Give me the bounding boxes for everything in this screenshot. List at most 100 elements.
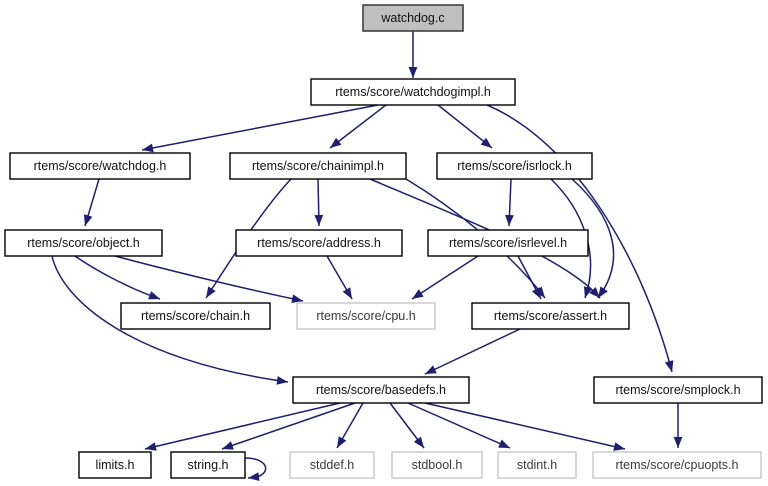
- edge-isrlock_h-to-isrlevel_h: [505, 178, 514, 227]
- node-label: watchdog.c: [380, 11, 444, 25]
- node-box[interactable]: [427, 229, 589, 257]
- arrowhead: [425, 365, 437, 374]
- node-label: rtems/score/isrlevel.h: [449, 236, 567, 250]
- arrowhead: [531, 287, 541, 299]
- arrowhead: [142, 143, 154, 153]
- node-chainimpl-h[interactable]: rtems/score/chainimpl.h: [229, 152, 407, 180]
- edge-basedefs_h-to-cpuopts_h: [424, 402, 626, 451]
- node-box[interactable]: [235, 229, 403, 257]
- edge-object_h-to-basedefs_h: [51, 255, 289, 385]
- edge-object_h-to-cpu_h: [114, 255, 304, 304]
- node-label: rtems/score/cpuopts.h: [616, 458, 739, 472]
- edge-watchdogimpl_h-to-chainimpl_h: [329, 104, 387, 149]
- node-stdint-h[interactable]: stdint.h: [497, 451, 577, 479]
- node-watchdogimpl-h[interactable]: rtems/score/watchdogimpl.h: [310, 78, 516, 106]
- node-watchdog-c[interactable]: watchdog.c: [362, 4, 464, 32]
- node-box[interactable]: [391, 451, 483, 479]
- edge-watchdog_h-to-object_h: [83, 178, 100, 227]
- node-label: string.h: [188, 458, 229, 472]
- arrowhead: [276, 376, 288, 385]
- node-label: rtems/score/chainimpl.h: [252, 159, 384, 173]
- node-watchdog-h[interactable]: rtems/score/watchdog.h: [9, 152, 191, 180]
- node-label: stdint.h: [517, 458, 557, 472]
- node-object-h[interactable]: rtems/score/object.h: [4, 229, 163, 257]
- edge-basedefs_h-to-stdint_h: [407, 402, 511, 449]
- arrowhead: [337, 436, 347, 448]
- node-label: rtems/score/watchdogimpl.h: [335, 85, 491, 99]
- edge-basedefs_h-to-stdbool_h: [389, 402, 425, 449]
- node-chain-h[interactable]: rtems/score/chain.h: [120, 302, 271, 330]
- node-box[interactable]: [78, 451, 152, 479]
- node-box[interactable]: [296, 302, 436, 330]
- edge-basedefs_h-to-string_h: [221, 402, 356, 450]
- arrowhead: [412, 289, 424, 299]
- node-label: stddef.h: [310, 458, 355, 472]
- node-label: rtems/score/assert.h: [494, 309, 607, 323]
- arrowhead: [330, 137, 342, 148]
- arrowhead: [413, 436, 424, 448]
- edge-address_h-to-cpu_h: [326, 255, 353, 300]
- node-isrlevel-h[interactable]: rtems/score/isrlevel.h: [427, 229, 589, 257]
- node-label: rtems/score/cpu.h: [316, 309, 415, 323]
- arrowhead: [291, 294, 303, 304]
- arrowhead: [408, 67, 418, 78]
- edge-isrlock_h-to-basedefs_h: [571, 178, 615, 299]
- node-string-h[interactable]: string.h: [170, 451, 246, 479]
- node-label: rtems/score/smplock.h: [615, 383, 740, 397]
- edge-basedefs_h-to-stddef_h: [336, 402, 364, 449]
- node-label: limits.h: [96, 458, 135, 472]
- edge-string_h-to-string_h: [244, 457, 267, 481]
- arrowhead: [505, 214, 514, 226]
- edge-basedefs_h-to-limits_h: [144, 402, 341, 451]
- node-box[interactable]: [362, 4, 464, 32]
- node-label: rtems/score/object.h: [27, 236, 140, 250]
- edge-chainimpl_h-to-address_h: [314, 178, 324, 227]
- node-address-h[interactable]: rtems/score/address.h: [235, 229, 403, 257]
- node-box[interactable]: [292, 376, 470, 404]
- node-cpu-h[interactable]: rtems/score/cpu.h: [296, 302, 436, 330]
- node-label: rtems/score/chain.h: [141, 309, 250, 323]
- node-box[interactable]: [120, 302, 271, 330]
- node-isrlock-h[interactable]: rtems/score/isrlock.h: [436, 152, 593, 180]
- node-box[interactable]: [471, 302, 630, 330]
- node-box[interactable]: [593, 376, 763, 404]
- arrowhead: [673, 437, 683, 448]
- arrowhead: [498, 439, 510, 448]
- edge-isrlevel_h-to-assert_h: [517, 255, 542, 300]
- node-smplock-h[interactable]: rtems/score/smplock.h: [593, 376, 763, 404]
- node-stddef-h[interactable]: stddef.h: [289, 451, 375, 479]
- arrowhead: [664, 360, 674, 372]
- edge-watchdogimpl_h-to-isrlock_h: [437, 104, 493, 149]
- arrowhead: [583, 286, 593, 298]
- arrowhead: [480, 137, 492, 148]
- arrowhead: [589, 286, 600, 298]
- node-label: rtems/score/watchdog.h: [34, 159, 167, 173]
- node-box[interactable]: [229, 152, 407, 180]
- node-box[interactable]: [170, 451, 246, 479]
- node-box[interactable]: [436, 152, 593, 180]
- node-cpuopts-h[interactable]: rtems/score/cpuopts.h: [592, 451, 762, 479]
- node-box[interactable]: [289, 451, 375, 479]
- node-label: rtems/score/basedefs.h: [316, 383, 446, 397]
- node-box[interactable]: [310, 78, 516, 106]
- node-box[interactable]: [4, 229, 163, 257]
- arrowhead: [598, 286, 608, 298]
- node-assert-h[interactable]: rtems/score/assert.h: [471, 302, 630, 330]
- node-box[interactable]: [592, 451, 762, 479]
- edge-watchdogimpl_h-to-smplock_h: [486, 104, 674, 373]
- arrowhead: [314, 214, 324, 226]
- arrowhead: [83, 214, 93, 226]
- node-layer: watchdog.c rtems/score/watchdogimpl.h rtem…: [4, 4, 763, 479]
- node-limits-h[interactable]: limits.h: [78, 451, 152, 479]
- node-stdbool-h[interactable]: stdbool.h: [391, 451, 483, 479]
- edge-watchdogimpl_h-to-watchdog_h: [141, 104, 379, 153]
- node-box[interactable]: [9, 152, 191, 180]
- arrowhead: [613, 442, 625, 451]
- edge-object_h-to-chain_h: [74, 255, 161, 300]
- edge-smplock_h-to-cpuopts_h: [673, 403, 683, 448]
- node-label: stdbool.h: [412, 458, 463, 472]
- node-basedefs-h[interactable]: rtems/score/basedefs.h: [292, 376, 470, 404]
- node-box[interactable]: [497, 451, 577, 479]
